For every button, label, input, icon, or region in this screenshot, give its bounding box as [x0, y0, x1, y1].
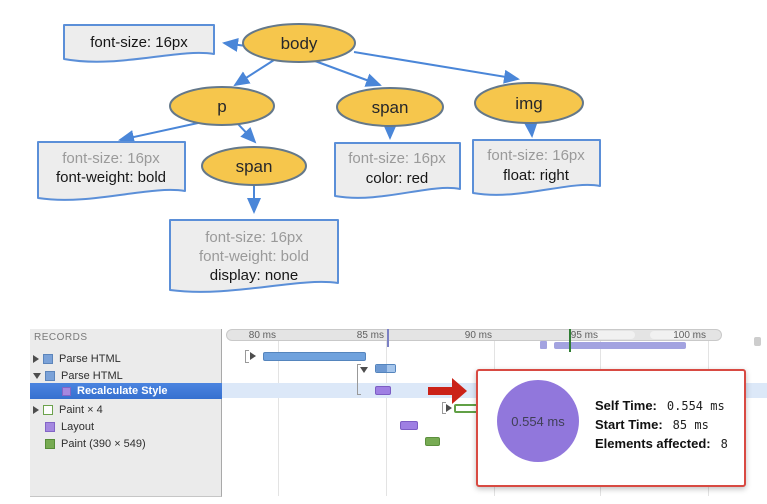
record-bracket — [442, 402, 446, 414]
tick-label-80ms: 80 ms — [248, 330, 276, 341]
scrollbar-nub[interactable] — [754, 337, 761, 346]
style-line: font-weight: bold — [199, 248, 309, 265]
style-box-span-child — [169, 219, 339, 293]
stat-value: 85 ms — [672, 418, 709, 432]
paint-bar[interactable] — [425, 437, 440, 446]
pie-label: 0.554 ms — [511, 413, 565, 429]
self-time-pie: 0.554 ms — [497, 380, 579, 462]
stat-row-start-time: Start Time: 85 ms — [595, 417, 728, 432]
record-label: Layout — [61, 420, 95, 433]
node-img — [474, 82, 584, 124]
recalculate-style-icon — [62, 386, 71, 396]
parse-html-bar-1[interactable] — [263, 352, 366, 361]
stat-label: Self Time: — [595, 398, 657, 413]
style-line: font-size: 16px — [62, 150, 160, 167]
parse-html-icon — [45, 370, 55, 381]
overview-record-chip — [540, 341, 547, 349]
self-time-segment — [376, 365, 387, 372]
record-label: Parse HTML — [59, 352, 121, 365]
paint-aggregate-icon — [43, 404, 53, 415]
record-row-paint[interactable]: Paint (390 × 549) — [30, 436, 222, 451]
node-span-child — [201, 146, 307, 186]
style-line: font-size: 16px — [90, 34, 188, 51]
domcontentloaded-marker — [387, 329, 389, 347]
popup-stats: Self Time: 0.554 ms Start Time: 85 ms El… — [595, 398, 728, 485]
style-line: font-size: 16px — [348, 150, 446, 167]
record-label: Recalculate Style — [77, 385, 168, 397]
child-time-segment — [387, 365, 395, 372]
record-bracket — [245, 350, 249, 363]
style-line: float: right — [503, 167, 570, 184]
stat-value: 0.554 ms — [666, 399, 725, 413]
tick-label-100ms: 100 ms — [673, 330, 706, 341]
annotation-arrow-head — [452, 378, 467, 404]
arrow-body-to-img — [353, 51, 520, 84]
record-row-parse-html-2[interactable]: Parse HTML — [30, 368, 222, 383]
style-box-p — [37, 141, 186, 201]
records-sidebar — [30, 329, 222, 497]
record-label: Paint × 4 — [59, 403, 103, 416]
expander-expanded-icon[interactable] — [33, 372, 41, 379]
node-span — [336, 87, 444, 127]
expander-collapsed-icon[interactable] — [250, 352, 256, 360]
record-row-layout[interactable]: Layout — [30, 419, 222, 434]
stat-row-elements-affected: Elements affected: 8 — [595, 436, 728, 451]
annotation-arrow — [428, 387, 452, 395]
style-line: color: red — [366, 170, 429, 187]
node-img-label: img — [515, 94, 542, 113]
style-line: font-size: 16px — [205, 229, 303, 246]
node-p-label: p — [217, 97, 226, 116]
record-row-paint-x4[interactable]: Paint × 4 — [30, 402, 222, 417]
node-span-label: span — [372, 98, 409, 117]
style-line: font-weight: bold — [56, 169, 166, 186]
style-box-span — [334, 142, 461, 199]
record-label: Parse HTML — [61, 369, 123, 382]
record-row-parse-html-1[interactable]: Parse HTML — [30, 351, 222, 366]
style-box-body — [63, 24, 215, 63]
layout-icon — [45, 421, 55, 432]
node-p — [169, 86, 275, 126]
expander-expanded-icon[interactable] — [360, 367, 368, 373]
parse-html-bar-2[interactable] — [375, 364, 396, 373]
expander-collapsed-icon[interactable] — [33, 405, 39, 414]
record-bracket — [357, 364, 361, 395]
recalculate-style-bar[interactable] — [375, 386, 391, 395]
stat-label: Start Time: — [595, 417, 663, 432]
expander-collapsed-icon[interactable] — [33, 354, 39, 363]
node-body — [242, 23, 356, 63]
stat-value: 8 — [720, 437, 728, 451]
record-row-recalculate-style[interactable]: Recalculate Style — [30, 383, 222, 399]
render-tree-diagram: font-size: 16px font-size: 16px font-wei… — [37, 23, 601, 293]
parse-html-icon — [43, 353, 53, 364]
stat-row-self-time: Self Time: 0.554 ms — [595, 398, 728, 413]
expander-collapsed-icon[interactable] — [446, 404, 452, 412]
arrow-p-to-style — [118, 122, 199, 144]
tick-label-90ms: 90 ms — [464, 330, 492, 341]
overview-record-bar — [554, 342, 686, 349]
record-details-popup: 0.554 ms Self Time: 0.554 ms Start Time:… — [476, 369, 746, 487]
tick-label-95ms: 95 ms — [570, 330, 598, 341]
ruler-patch — [593, 331, 635, 339]
style-line: font-size: 16px — [487, 147, 585, 164]
arrow-body-to-p — [233, 59, 275, 87]
records-header: RECORDS — [34, 332, 88, 343]
event-marker-green — [569, 329, 571, 352]
node-body-label: body — [281, 34, 318, 53]
paint-icon — [45, 438, 55, 449]
gridline-85ms — [386, 329, 387, 496]
style-box-img — [472, 139, 601, 196]
style-line: display: none — [210, 267, 298, 284]
gridline-80ms — [278, 329, 279, 496]
ruler-patch — [650, 331, 692, 339]
tick-label-85ms: 85 ms — [356, 330, 384, 341]
arrow-img-to-style — [523, 121, 538, 138]
record-label: Paint (390 × 549) — [61, 437, 146, 450]
stat-label: Elements affected: — [595, 436, 711, 451]
arrow-p-to-span — [237, 123, 257, 144]
arrow-body-to-span — [314, 60, 382, 87]
node-span-child-label: span — [236, 157, 273, 176]
arrow-body-to-style — [222, 37, 247, 52]
layout-bar[interactable] — [400, 421, 418, 430]
